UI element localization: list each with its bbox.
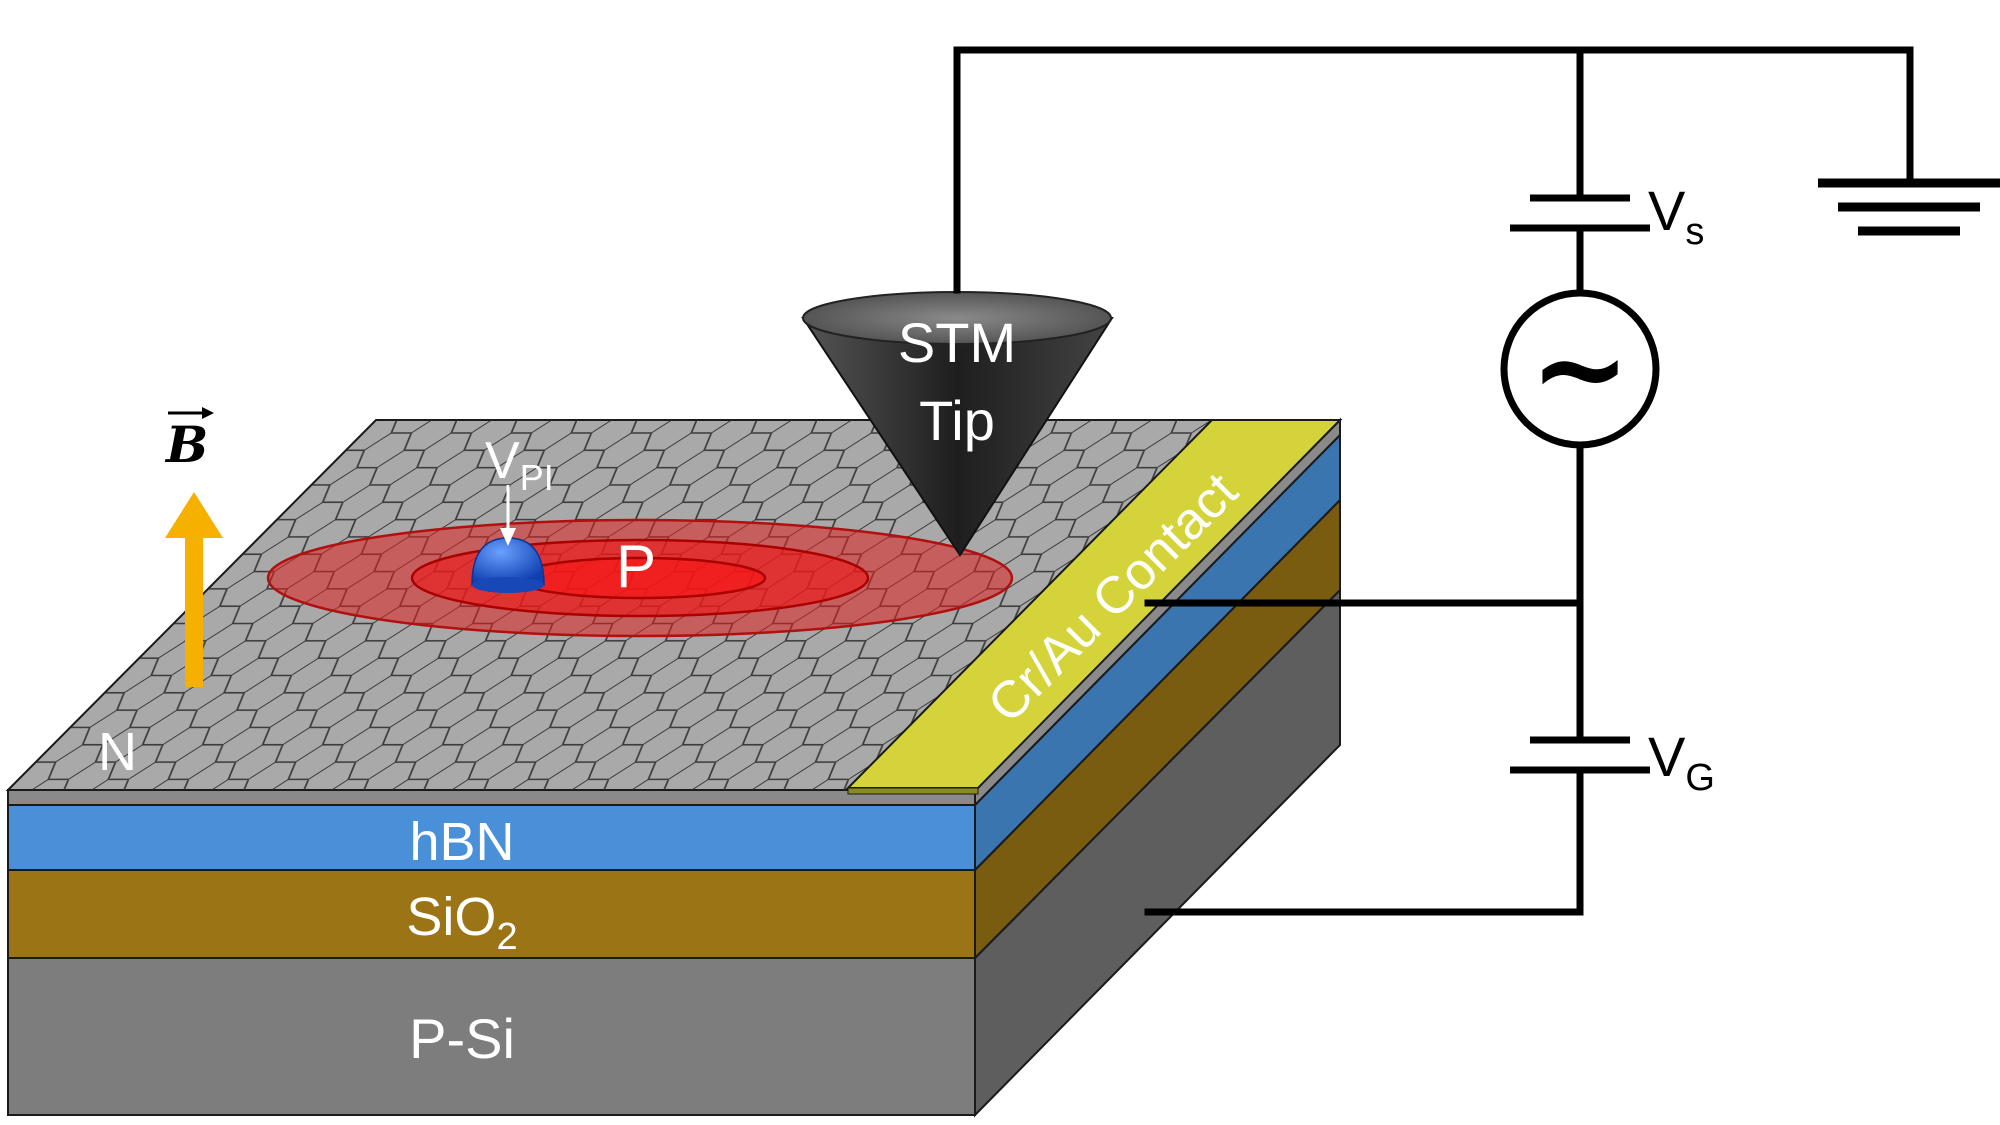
- psi-front-face: [7, 957, 976, 1116]
- graphene-front-edge: [7, 789, 976, 806]
- stm-tip-label-line2: Tip: [919, 389, 995, 452]
- circuit-wires: [953, 46, 1914, 916]
- hbn-front-face: [7, 804, 976, 871]
- vg-label: VG: [1648, 725, 1715, 799]
- ground-icon: [1818, 178, 2000, 236]
- impurity-dot-base: [472, 577, 544, 593]
- n-region-label: N: [98, 722, 137, 782]
- vpi-arrow: [500, 485, 516, 546]
- stm-tip-icon: [801, 291, 1114, 557]
- vs-battery-icon: [1510, 194, 1650, 232]
- b-field-label: B: [164, 407, 214, 474]
- magnetic-field-arrow-icon: [165, 492, 223, 687]
- stm-tip-label-line1: STM: [898, 311, 1016, 374]
- ac-source-icon: ~: [1500, 289, 1660, 449]
- substrate-block: [5, 417, 1343, 1118]
- hbn-label: hBN: [409, 812, 514, 872]
- sio2-front-face: [7, 869, 976, 959]
- cr-au-contact-edge: [847, 787, 979, 795]
- p-region-label: P: [616, 533, 656, 600]
- psi-label: P-Si: [409, 1007, 515, 1070]
- vs-label: Vs: [1648, 179, 1704, 253]
- sio2-label: SiO2: [406, 887, 517, 958]
- svg-text:B: B: [164, 415, 208, 474]
- svg-text:~: ~: [1530, 300, 1631, 439]
- vg-battery-icon: [1510, 736, 1650, 774]
- vpi-label: VPI: [485, 432, 554, 498]
